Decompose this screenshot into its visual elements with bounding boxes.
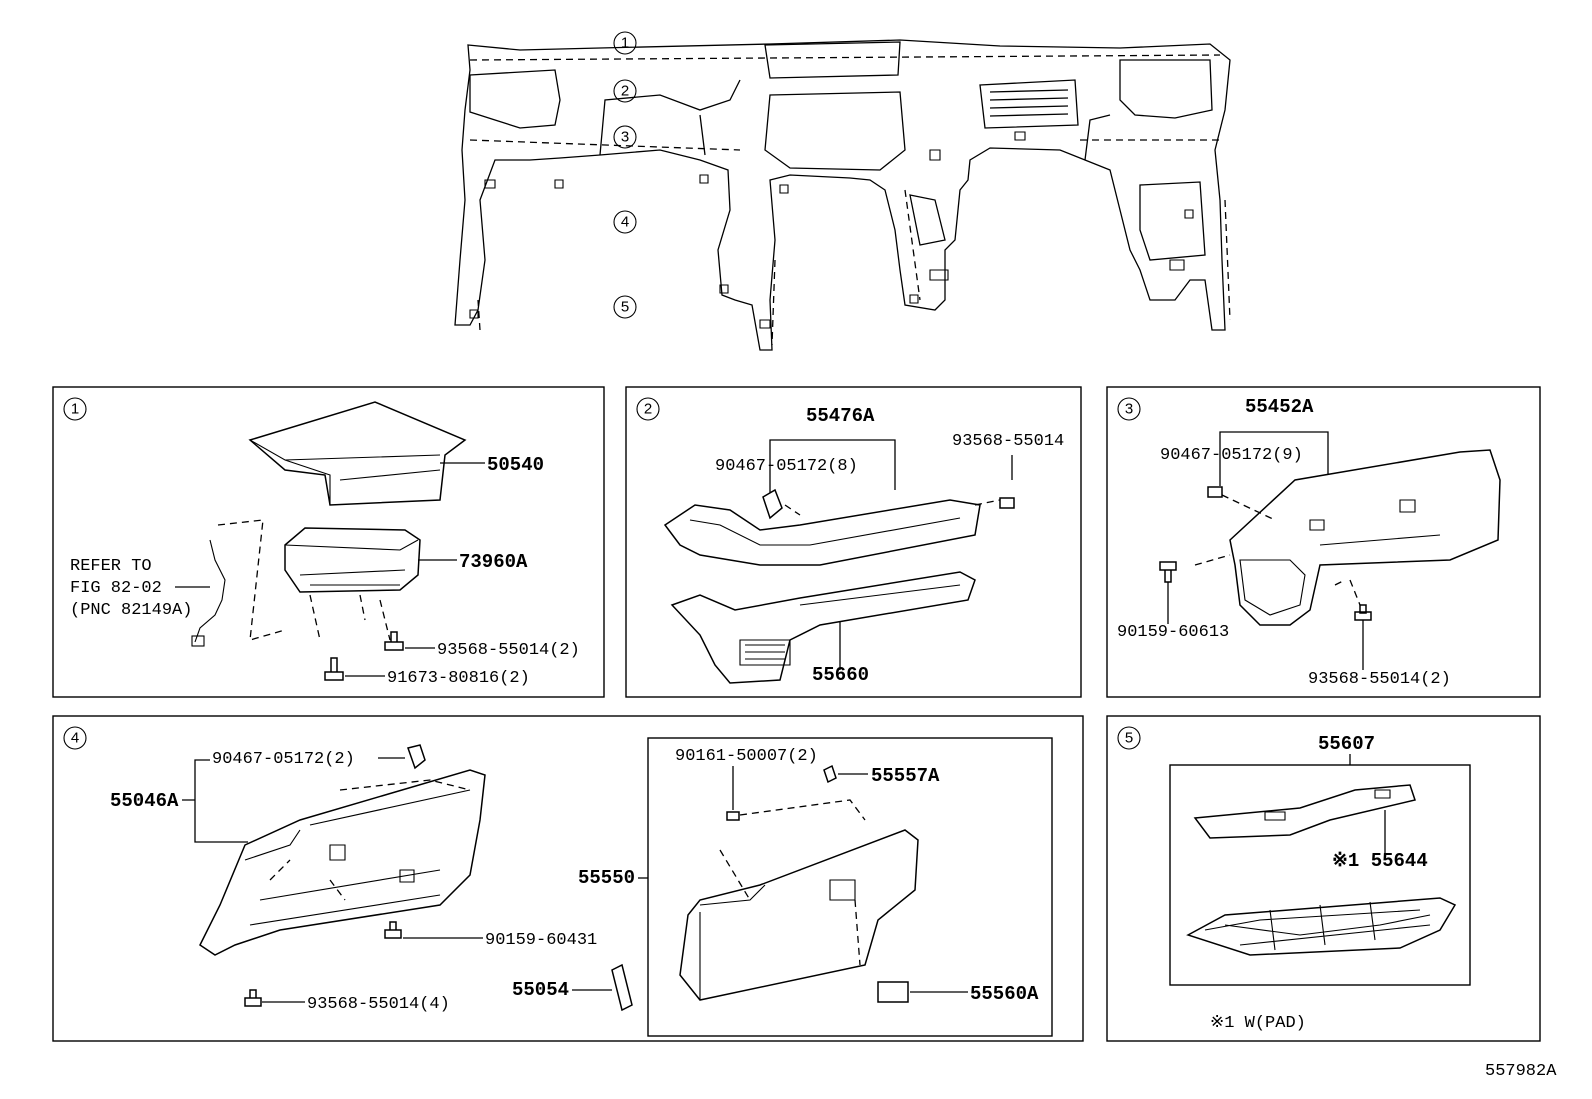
svg-text:3: 3	[1125, 401, 1133, 418]
overview-callout-4: 4	[613, 210, 637, 234]
label-55660: 55660	[812, 664, 869, 686]
label-w-pad: ※1 W(PAD)	[1210, 1014, 1306, 1033]
panel-3: 3 55452A 90467-05172(9) 90159-60613 9356…	[1106, 386, 1541, 698]
svg-text:1: 1	[71, 401, 79, 418]
label-90159-60613: 90159-60613	[1117, 623, 1229, 642]
panel-1: 1 50540 73960A REFER TO FIG 82-02 (PNC 8…	[52, 386, 605, 698]
overview-callout-2: 2	[613, 79, 637, 103]
label-55550: 55550	[578, 867, 635, 889]
part-55660-drawing	[670, 571, 976, 684]
svg-text:3: 3	[621, 129, 629, 146]
label-93568-55014-2-p3: 93568-55014(2)	[1308, 670, 1451, 689]
refer-line-2: FIG 82-02	[70, 579, 162, 598]
label-90467-05172-2: 90467-05172(2)	[212, 750, 355, 769]
part-55046a-drawing	[199, 769, 486, 956]
svg-text:4: 4	[621, 214, 629, 231]
label-91673-80816-2: 91673-80816(2)	[387, 669, 530, 688]
label-55644: ※1 55644	[1332, 850, 1428, 872]
part-55607-tray-drawing	[1186, 897, 1457, 956]
label-93568-55014-4: 93568-55014(4)	[307, 995, 450, 1014]
panel-4-number: 4	[63, 726, 87, 750]
svg-text:2: 2	[644, 401, 652, 418]
label-55476a: 55476A	[806, 405, 875, 427]
panel-4: 4 90467-05172(2) 55046A 90159-60431 9356…	[52, 715, 1084, 1042]
figure-id: 557982A	[1485, 1062, 1557, 1081]
overview-callout-3: 3	[613, 125, 637, 149]
label-55054: 55054	[512, 979, 569, 1001]
label-90161-50007-2: 90161-50007(2)	[675, 747, 818, 766]
part-50540-drawing	[248, 401, 467, 506]
svg-text:2: 2	[621, 83, 629, 100]
part-73960a-drawing	[284, 527, 421, 593]
label-90467-05172-9: 90467-05172(9)	[1160, 446, 1303, 465]
overview-callout-1: 1	[613, 31, 637, 55]
instrument-panel-overview: 1 2 3 4 5	[454, 31, 1231, 351]
svg-text:5: 5	[1125, 730, 1133, 747]
label-55557a: 55557A	[871, 765, 940, 787]
label-55607: 55607	[1318, 733, 1375, 755]
part-55550-drawing	[679, 829, 919, 1001]
part-55452a-drawing	[1229, 449, 1501, 626]
overview-callout-5: 5	[613, 295, 637, 319]
label-93568-55014-2-p1: 93568-55014(2)	[437, 641, 580, 660]
panel-5-number: 5	[1117, 726, 1141, 750]
refer-line-1: REFER TO	[70, 557, 152, 576]
label-73960a: 73960A	[459, 551, 528, 573]
label-55452a: 55452A	[1245, 396, 1314, 418]
panel-1-number: 1	[63, 397, 87, 421]
label-55560a: 55560A	[970, 983, 1039, 1005]
panel-2-number: 2	[636, 397, 660, 421]
label-93568-55014-p2: 93568-55014	[952, 432, 1064, 451]
svg-text:4: 4	[71, 730, 79, 747]
panel-3-number: 3	[1117, 397, 1141, 421]
label-50540: 50540	[487, 454, 544, 476]
label-55046a: 55046A	[110, 790, 179, 812]
label-90467-05172-8: 90467-05172(8)	[715, 457, 858, 476]
svg-text:5: 5	[621, 299, 629, 316]
label-90159-60431: 90159-60431	[485, 931, 597, 950]
svg-text:1: 1	[621, 35, 629, 52]
part-55476a-drawing	[663, 499, 981, 566]
refer-line-3: (PNC 82149A)	[70, 601, 192, 620]
panel-5: 5 55607 ※1 55644 ※1 W(PAD)	[1106, 715, 1541, 1042]
panel-2: 2 55476A 90467-05172(8) 93568-55014 5566…	[625, 386, 1082, 698]
